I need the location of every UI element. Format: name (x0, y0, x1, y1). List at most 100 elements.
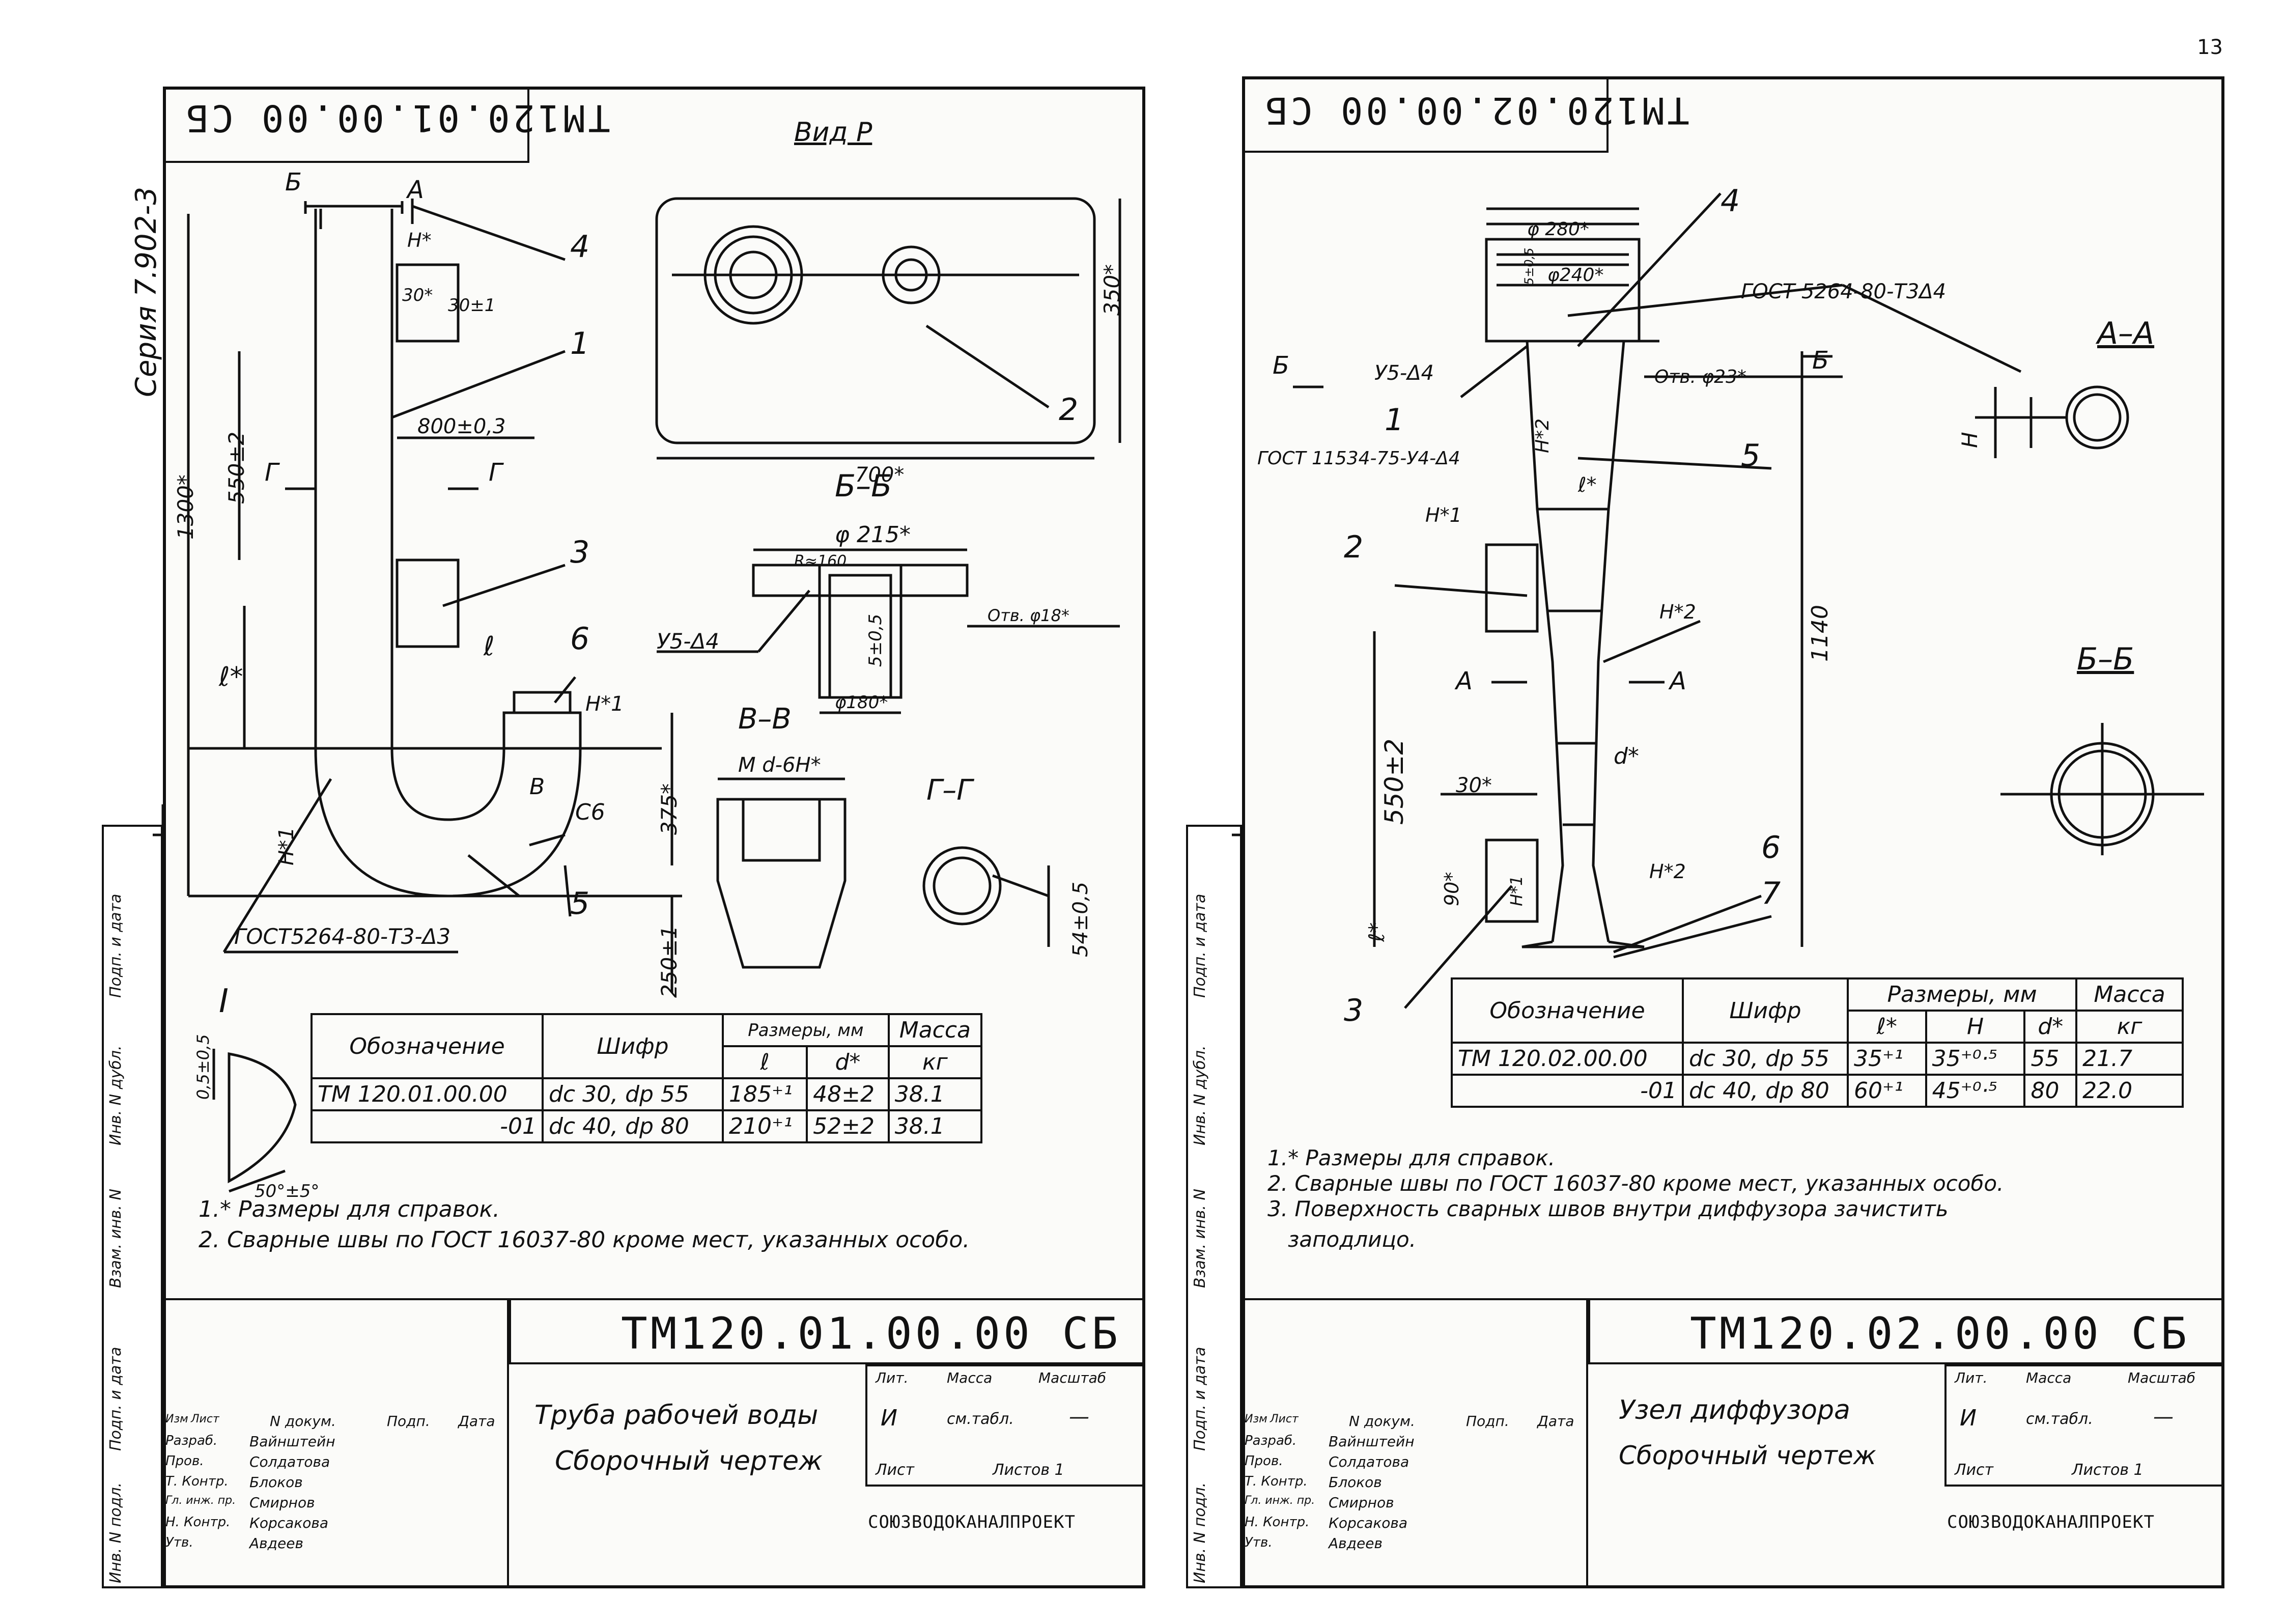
cell: 52±2 (806, 1109, 890, 1143)
right-section-aa: А–А (2097, 316, 2155, 351)
right-stamp-scale-val: — (2153, 1405, 2174, 1429)
mark-g-right: Г (489, 458, 502, 487)
right-role-5: Утв. (1245, 1535, 1273, 1550)
mark-v: В (529, 774, 545, 800)
right-dim-phi240: φ240* (1547, 265, 1604, 286)
right-gost2: ГОСТ 11534-75-У4-Δ4 (1257, 448, 1460, 469)
dim-n-top: Н* (407, 229, 432, 251)
left-top-code-box (163, 87, 529, 163)
mark-g-left: Г (265, 458, 278, 487)
left-col-date: Дата (458, 1413, 495, 1430)
right-note-1: 1.* Размеры для справок. (1267, 1145, 1556, 1170)
left-view-label: Вид Р (794, 117, 872, 148)
right-n2: Н*2 (1532, 418, 1553, 453)
right-mark-a-left: А (1456, 667, 1473, 695)
cell: 48±2 (806, 1077, 890, 1111)
dim-30b: 30±1 (448, 295, 496, 316)
right-section-bb: Б–Б (2077, 641, 2134, 677)
cell: 80 (2023, 1074, 2078, 1108)
r-th-code: Шифр (1682, 977, 1849, 1044)
right-dim-phi280: φ 280* (1527, 219, 1589, 240)
right-stamp-code: ТМ120.02.00.00 СБ (1690, 1308, 2190, 1359)
left-role-1: Пров. (165, 1453, 204, 1469)
right-side-strip (1186, 825, 1242, 1588)
th-mass: Масса (887, 1013, 983, 1047)
left-drawing-sheet (163, 87, 1145, 1588)
cell: 38.1 (887, 1077, 983, 1111)
right-stamp-mass-val: см.табл. (2026, 1410, 2093, 1428)
r-th-h: Н (1925, 1010, 2026, 1044)
callout-4: 4 (570, 229, 590, 265)
right-n1: Н*1 (1425, 504, 1462, 526)
left-stamp-code-row (509, 1298, 1145, 1364)
weld45-left: У5-Δ4 (657, 629, 719, 654)
right-role-4: Н. Контр. (1245, 1515, 1310, 1530)
right-n2c: Н*2 (1649, 860, 1686, 883)
right-role-3: Гл. инж. пр. (1245, 1494, 1315, 1507)
table-row: ТМ 120.02.00.00 dc 30, dр 55 35⁺¹ 35⁺⁰·⁵… (1451, 1042, 2184, 1076)
right-e: ℓ* (1578, 473, 1597, 497)
cell: dc 30, dр 55 (1682, 1042, 1849, 1076)
left-stamp-sheets: Листов 1 (993, 1461, 1064, 1479)
right-note-4: заподлицо. (1288, 1227, 1417, 1252)
callout-2: 2 (1059, 392, 1079, 428)
th-sizes: Размеры, мм (722, 1013, 890, 1047)
section-i: I (219, 983, 229, 1020)
right-callout-5: 5 (1741, 438, 1761, 473)
cell: dc 40, dр 80 (1682, 1074, 1849, 1108)
right-stamp-mass: Масса (2026, 1369, 2072, 1386)
left-role-5: Утв. (165, 1535, 193, 1550)
left-spec-table: Обозначение Шифр Размеры, мм Масса ℓ d* … (311, 1013, 983, 1143)
left-col-doc: N докум. (270, 1413, 336, 1430)
section-bb-left: Б–Б (835, 468, 892, 504)
r-th-l: ℓ* (1847, 1010, 1927, 1044)
right-spec-table: Обозначение Шифр Размеры, мм Масса ℓ* Н … (1451, 977, 2184, 1108)
right-col-izm: Изм (1245, 1413, 1267, 1425)
cell: 35⁺⁰·⁵ (1925, 1042, 2026, 1076)
r-th-designation: Обозначение (1451, 977, 1684, 1044)
right-dstar: d* (1614, 743, 1639, 769)
right-drawing-sheet (1242, 76, 2224, 1588)
right-stamp-code-row (1588, 1298, 2224, 1364)
otv-left: Отв. φ18* (988, 606, 1069, 625)
note-r: R≈160 (794, 552, 847, 570)
right-role-0: Разраб. (1245, 1433, 1297, 1448)
left-stamp-title-2: Сборочный чертеж (555, 1446, 823, 1476)
right-top-code-box (1242, 76, 1609, 153)
dim-phi180: φ180* (835, 692, 888, 713)
right-weld45: У5-Δ4 (1374, 361, 1434, 385)
callout-5: 5 (570, 886, 590, 921)
left-stamp-scale-val: — (1069, 1405, 1089, 1429)
th-code: Шифр (542, 1013, 724, 1079)
right-gost1: ГОСТ 5264-80-Т3Δ4 (1741, 280, 1947, 303)
m-thread: М d-6Н* (738, 753, 821, 777)
right-s: 5±0,5 (1522, 247, 1536, 285)
left-col-sign: Подп. (387, 1413, 430, 1430)
r-th-sizes: Размеры, мм (1846, 977, 2078, 1012)
right-col-doc: N докум. (1349, 1413, 1415, 1430)
left-name-2: Блоков (249, 1474, 303, 1491)
mark-a: А (407, 176, 424, 204)
left-stamp-lit-box (865, 1364, 1145, 1487)
right-callout-3: 3 (1344, 993, 1364, 1028)
right-callout-4: 4 (1721, 183, 1740, 219)
table-row: -01 dc 40, dр 80 60⁺¹ 45⁺⁰·⁵ 80 22.0 (1451, 1074, 2184, 1108)
right-col-sign: Подп. (1466, 1413, 1509, 1430)
table-row: ТМ 120.01.00.00 dc 30, dр 55 185⁺¹ 48±2 … (311, 1077, 983, 1111)
left-role-4: Н. Контр. (165, 1515, 231, 1530)
right-mark-a-right: А (1670, 667, 1686, 695)
table-row: -01 dc 40, dр 80 210⁺¹ 52±2 38.1 (311, 1109, 983, 1143)
right-stamp-sheet: Лист (1955, 1461, 1994, 1479)
right-name-0: Вайнштейн (1329, 1433, 1415, 1450)
right-d1140: 1140 (1807, 605, 1833, 662)
right-callout-6: 6 (1761, 830, 1781, 865)
left-stamp-mass: Масса (947, 1369, 993, 1386)
left-side-strip (102, 825, 163, 1588)
left-stamp-title-1: Труба рабочей воды (534, 1400, 819, 1431)
cell: dc 30, dр 55 (542, 1077, 724, 1111)
left-role-0: Разраб. (165, 1433, 218, 1448)
right-h: Н (1957, 432, 1982, 448)
dim-30: 30* (402, 285, 433, 305)
